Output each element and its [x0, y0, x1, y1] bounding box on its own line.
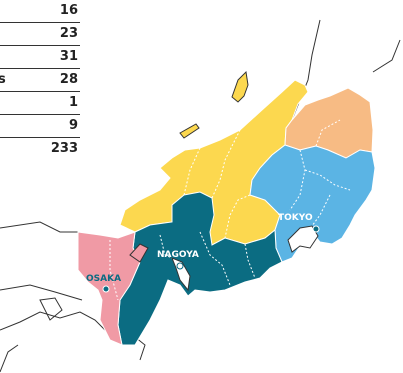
- table-row: 233: [0, 138, 80, 161]
- table-row: 31: [0, 46, 80, 69]
- tokyo-label: TOKYO: [278, 213, 313, 223]
- table-row: 1: [0, 92, 80, 115]
- table-value-7: 233: [50, 141, 78, 156]
- prefecture-borders: [109, 119, 351, 301]
- table-value-2: 23: [59, 26, 78, 41]
- tokyo-bay: [287, 225, 319, 253]
- table-value-3: 31: [59, 49, 78, 64]
- table-row: 9: [0, 115, 80, 138]
- table-value-1: 16: [59, 3, 78, 18]
- osaka-label: OSAKA: [86, 274, 121, 284]
- table-row: 23: [0, 23, 80, 46]
- value-table: 16 23 31 s 28 1 9 233: [0, 0, 80, 161]
- peninsula-spit: [179, 123, 200, 139]
- island-shape: [231, 70, 249, 103]
- table-cut-glyph: s: [0, 72, 6, 87]
- table-value-6: 9: [68, 118, 78, 133]
- table-row: s 28: [0, 69, 80, 92]
- tokyo-marker: [312, 225, 320, 233]
- city-markers: [102, 225, 320, 293]
- table-value-5: 1: [68, 95, 78, 110]
- osaka-marker: [102, 285, 110, 293]
- table-row: 16: [0, 0, 80, 23]
- nagoya-label: NAGOYA: [157, 250, 199, 260]
- nagoya-marker: [176, 262, 184, 270]
- lake-shape: [129, 243, 149, 263]
- table-value-4: 28: [59, 72, 78, 87]
